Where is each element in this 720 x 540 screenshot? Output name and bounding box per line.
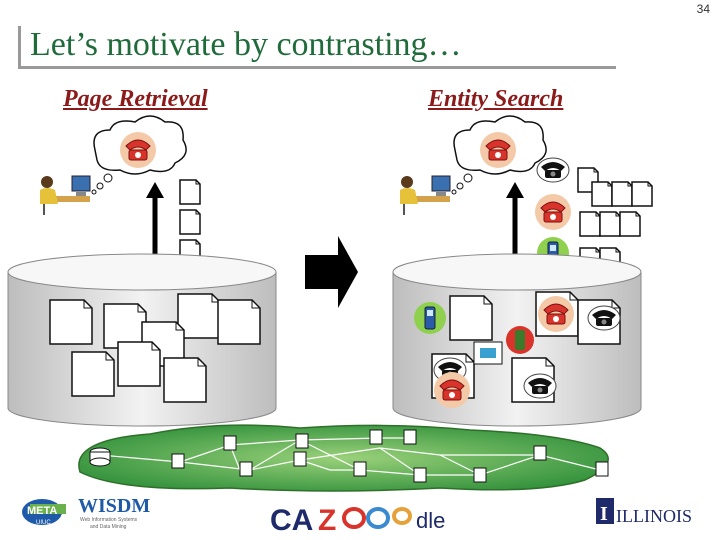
right-user-at-computer (400, 175, 451, 215)
page-retrieval-label: Page Retrieval (63, 86, 208, 112)
illinois-logo: I ILLINOIS (596, 498, 692, 526)
right-database-cylinder (392, 253, 642, 427)
left-user-at-computer (40, 175, 91, 215)
wisdm-logo-text: WISDM (78, 495, 150, 517)
meta-logo-sub: UIUC (36, 520, 51, 526)
slide-number: 34 (696, 2, 710, 16)
transition-arrow (305, 236, 358, 308)
slide-title: Let’s motivate by contrasting… (30, 26, 462, 63)
title-rule (18, 26, 616, 69)
cazoodle-dle: dle (416, 508, 445, 533)
cazoodle-z: Z (318, 504, 336, 537)
cazoodle-ca: CA (270, 504, 313, 537)
entity-search-label: Entity Search (428, 86, 564, 112)
right-thought-bubble (451, 115, 547, 195)
cazoodle-logo: CA Z dle (270, 504, 445, 537)
meta-logo: META UIUC (22, 499, 66, 526)
wisdm-tagline-2: and Data Mining (90, 524, 127, 530)
illinois-block-i: I (600, 503, 608, 525)
illinois-text: ILLINOIS (616, 506, 692, 526)
left-database-cylinder (7, 253, 277, 427)
wisdm-logo: WISDM Web Information Systems and Data M… (78, 495, 150, 530)
left-thought-bubble (91, 115, 187, 195)
meta-logo-text: META (27, 505, 57, 517)
left-result-pages (179, 179, 201, 265)
wisdm-tagline-1: Web Information Systems (80, 517, 138, 523)
web-graph (78, 424, 609, 492)
